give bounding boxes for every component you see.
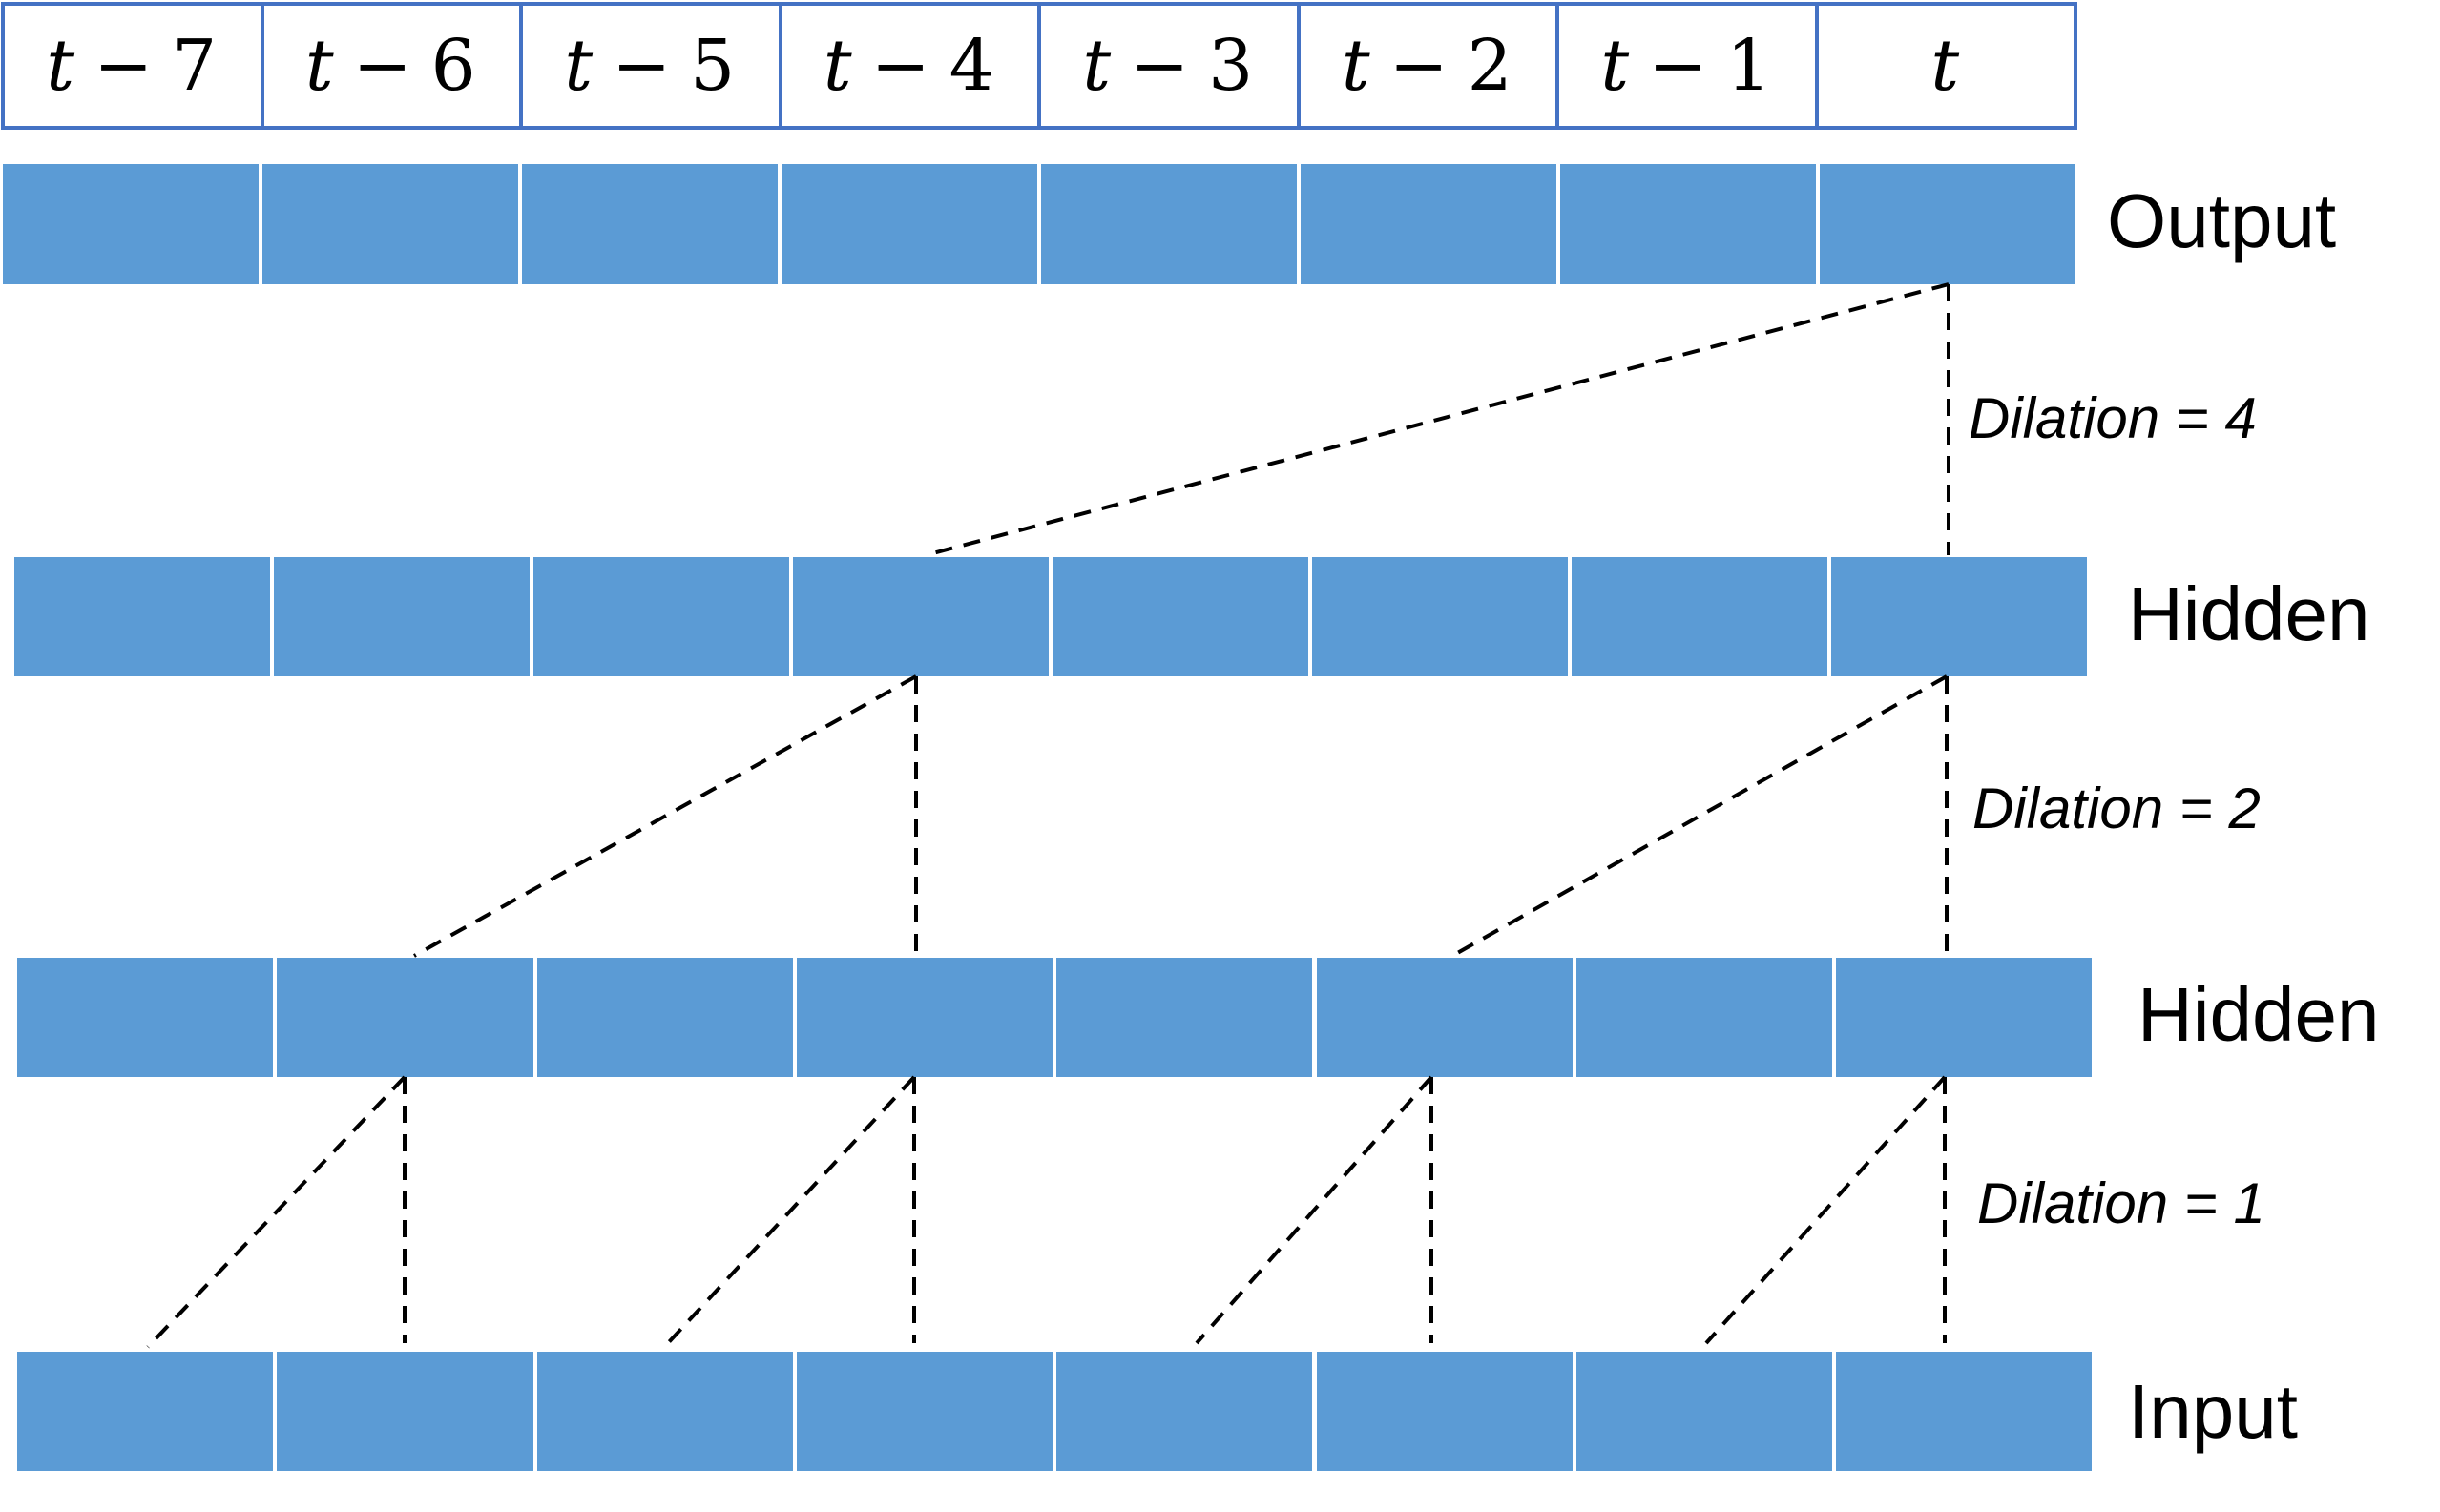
time-variable: t: [1341, 25, 1372, 107]
layer-node: [1831, 557, 2087, 676]
time-step-cell: t−4: [778, 2, 1041, 130]
time-step-cell: t−3: [1037, 2, 1301, 130]
dashed-connection-line: [1195, 1075, 1433, 1345]
time-offset: 7: [172, 25, 219, 107]
layer-node: [796, 1352, 1053, 1471]
layer-node: [277, 1352, 533, 1471]
layer-label-hidden-1: Hidden: [2128, 571, 2370, 656]
layer-node: [1301, 164, 1556, 284]
time-step-cell: t: [1814, 2, 2077, 130]
dashed-connection-line: [1704, 1075, 1947, 1345]
layer-node: [1056, 1352, 1313, 1471]
dashed-connection-line: [925, 282, 1950, 557]
time-variable: t: [823, 25, 854, 107]
layer-node: [1575, 1352, 1833, 1471]
layer-node: [533, 557, 789, 676]
layer-node: [1836, 1352, 2093, 1471]
time-offset: 1: [1726, 25, 1774, 107]
time-variable: t: [46, 25, 77, 107]
dashed-connection-line: [666, 1075, 916, 1345]
time-step-cell: t−1: [1555, 2, 1819, 130]
layer-label-output: Output: [2107, 178, 2337, 263]
time-offset: 3: [1208, 25, 1256, 107]
dilation-label: Dilation = 1: [1977, 1171, 2265, 1235]
time-variable: t: [304, 25, 336, 107]
layer-node: [1316, 958, 1573, 1077]
layer-node: [17, 1352, 274, 1471]
time-step-cell: t−6: [260, 2, 523, 130]
minus-sign: −: [870, 25, 932, 107]
layer-node: [1056, 958, 1313, 1077]
time-offset: 2: [1467, 25, 1514, 107]
dashed-connection-line: [413, 674, 917, 958]
minus-sign: −: [1388, 25, 1450, 107]
time-variable: t: [1930, 25, 1962, 107]
layer-node: [1312, 557, 1568, 676]
layer-node: [1820, 164, 2075, 284]
layer-node: [17, 958, 274, 1077]
minus-sign: −: [94, 25, 156, 107]
layer-node: [536, 958, 793, 1077]
layer-node: [536, 1352, 793, 1471]
layer-node: [1041, 164, 1297, 284]
time-variable: t: [1600, 25, 1632, 107]
layer-node: [262, 164, 518, 284]
time-variable: t: [1082, 25, 1114, 107]
time-step-cell: t−7: [1, 2, 264, 130]
layer-node: [1836, 958, 2093, 1077]
time-step-cell: t−5: [519, 2, 782, 130]
layer-node: [14, 557, 270, 676]
layer-node: [1053, 557, 1308, 676]
time-offset: 6: [430, 25, 478, 107]
dilation-label: Dilation = 2: [1972, 777, 2261, 840]
layer-node: [1316, 1352, 1573, 1471]
dashed-connection-line: [146, 1075, 407, 1349]
dilation-label: Dilation = 4: [1969, 386, 2257, 450]
minus-sign: −: [1648, 25, 1710, 107]
layer-label-input: Input: [2128, 1369, 2298, 1454]
layer-node: [522, 164, 778, 284]
layer-node: [277, 958, 533, 1077]
layer-node: [793, 557, 1049, 676]
layer-node: [782, 164, 1037, 284]
time-step-cell: t−2: [1296, 2, 1559, 130]
time-variable: t: [564, 25, 595, 107]
layer-node: [796, 958, 1053, 1077]
layer-label-hidden-2: Hidden: [2138, 972, 2380, 1057]
time-offset: 4: [949, 25, 996, 107]
layer-node: [1575, 958, 1833, 1077]
dashed-connection-line: [1451, 674, 1948, 958]
layer-node: [3, 164, 259, 284]
minus-sign: −: [352, 25, 414, 107]
minus-sign: −: [612, 25, 674, 107]
layer-node: [1572, 557, 1827, 676]
layer-node: [1560, 164, 1816, 284]
time-offset: 5: [690, 25, 738, 107]
minus-sign: −: [1130, 25, 1192, 107]
layer-node: [274, 557, 530, 676]
